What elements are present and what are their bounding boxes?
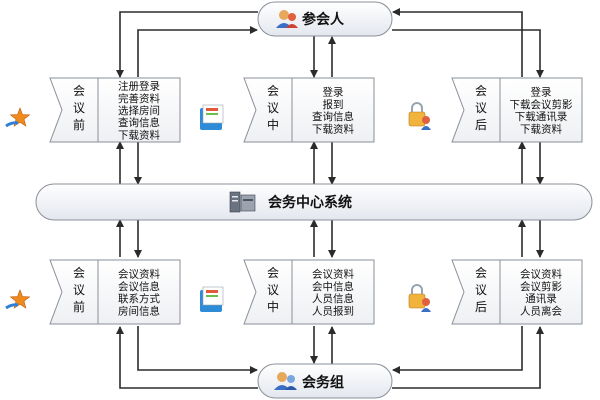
meeting-staff-node: 会务组: [257, 363, 393, 399]
info-box: [97, 259, 181, 325]
phase-chevron: [49, 77, 99, 143]
phase-chevron: [243, 77, 293, 143]
phase-char: 会: [267, 266, 279, 280]
folder-icon: [200, 104, 224, 130]
phase-char: 议: [267, 283, 279, 297]
phase-chevron: [49, 259, 99, 325]
phase-char: 会: [475, 266, 487, 280]
info-box: [499, 77, 583, 143]
info-line: 下载会议剪影: [510, 98, 573, 111]
arrow-post-bottom-to-staff: [392, 326, 523, 374]
info-box: [97, 77, 181, 143]
info-line: 选择房间: [118, 104, 160, 117]
info-line: 注册登录: [118, 80, 160, 93]
phase-char: 会: [73, 266, 85, 280]
phase-char: 前: [73, 117, 85, 132]
info-line: 会议资料: [312, 268, 354, 281]
info-line: 查询信息: [312, 110, 354, 123]
phase-char: 会: [267, 84, 279, 98]
users-icon: [274, 372, 297, 390]
info-box: [291, 77, 375, 143]
meeting-staff-label: 会务组: [302, 374, 344, 391]
info-line: 通讯录: [525, 292, 557, 305]
arrow-pre-bottom-to-staff: [137, 326, 258, 374]
phase-char: 议: [73, 101, 85, 115]
info-line: 完善资料: [118, 92, 160, 105]
info-line: 联系方式: [118, 292, 160, 305]
system-label: 会务中心系统: [268, 194, 352, 211]
arrow-post-top-to-participant: [392, 8, 523, 77]
arrow-participant-to-post-top: [392, 29, 544, 78]
arrow-pre-top-to-participant: [137, 26, 258, 77]
info-line: 查询信息: [118, 116, 160, 129]
star-arrow-icon: [5, 289, 31, 310]
info-box: [499, 259, 583, 325]
info-line: 下载通讯录: [515, 110, 568, 123]
users-icon: [276, 10, 298, 28]
info-line: 人员报到: [312, 304, 354, 317]
info-line: 下载资料: [118, 128, 160, 141]
phase-char: 议: [475, 101, 487, 115]
phase-char: 会: [73, 84, 85, 98]
phase-char: 议: [267, 101, 279, 115]
info-line: 会议信息: [118, 280, 160, 293]
info-line: 登录: [323, 86, 344, 99]
phase-char: 前: [73, 299, 85, 314]
star-arrow-icon: [5, 107, 31, 128]
phase-char: 后: [475, 300, 487, 314]
info-line: 下载资料: [312, 122, 354, 135]
arrow-participant-to-pre-top: [116, 11, 258, 78]
phase-chevron: [243, 259, 293, 325]
info-box: [291, 259, 375, 325]
lock-users-icon: [408, 102, 431, 130]
info-line: 人员信息: [312, 292, 354, 305]
info-line: 报到: [323, 98, 344, 111]
server-icon: [229, 191, 256, 213]
phase-groups: 会议前注册登录完善资料选择房间查询信息下载资料会议中登录报到查询信息下载资料会议…: [5, 77, 583, 325]
phase-char: 会: [475, 84, 487, 98]
phase-char: 议: [475, 283, 487, 297]
arrow-staff-to-post-bottom: [392, 326, 544, 389]
info-line: 登录: [531, 86, 552, 99]
phase-char: 中: [267, 117, 279, 132]
info-line: 会议资料: [520, 268, 562, 281]
system-bar: 会务中心系统: [35, 183, 593, 221]
phase-char: 中: [267, 299, 279, 314]
info-line: 房间信息: [118, 304, 160, 317]
phase-char: 后: [475, 118, 487, 132]
participant-node: 参会人: [257, 1, 393, 37]
phase-chevron: [451, 259, 501, 325]
lock-users-icon: [408, 284, 431, 312]
info-line: 下载资料: [520, 122, 562, 135]
info-line: 会议剪影: [520, 280, 562, 293]
participant-label: 参会人: [302, 11, 345, 28]
info-line: 会中信息: [312, 280, 354, 293]
folder-icon: [200, 286, 224, 312]
phase-chevron: [451, 77, 501, 143]
connector-arrows: [116, 8, 544, 389]
phase-char: 议: [73, 283, 85, 297]
info-line: 会议资料: [118, 268, 160, 281]
arrow-staff-to-pre-bottom: [116, 326, 258, 389]
info-line: 人员离会: [520, 304, 562, 317]
